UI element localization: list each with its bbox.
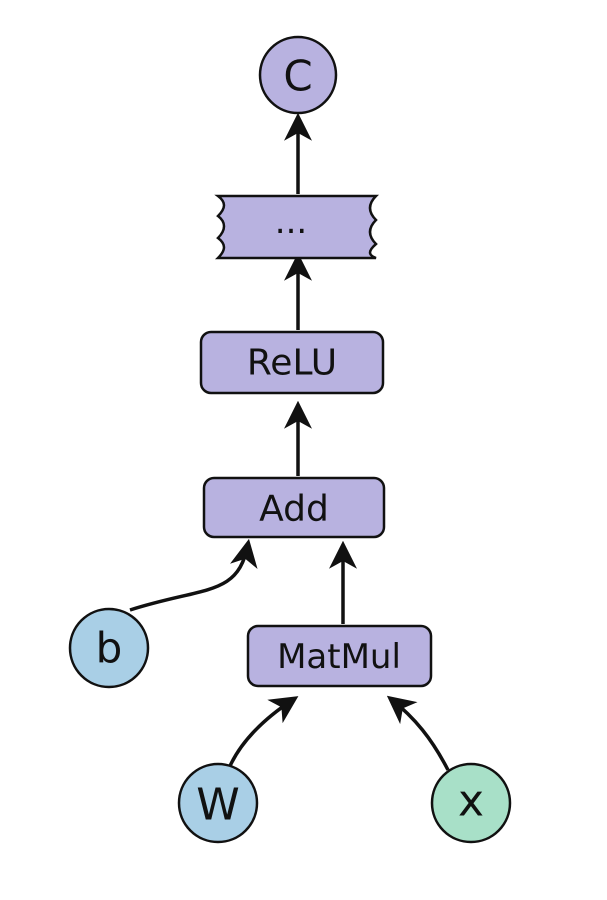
node-b-shape	[68, 607, 150, 689]
node-ellipsis-shape	[214, 194, 380, 260]
node-w-shape	[177, 762, 259, 844]
node-relu-shape	[199, 330, 385, 395]
node-matmul: MatMul	[246, 624, 433, 688]
edge-b-to-add	[129, 538, 258, 612]
node-add: Add	[202, 476, 386, 539]
node-matmul-shape	[246, 624, 433, 688]
node-b-label: b	[96, 624, 123, 673]
edge-x-to-matmul	[386, 695, 450, 771]
node-c: C	[258, 35, 338, 115]
node-x: x	[430, 762, 512, 844]
node-relu: ReLU	[199, 330, 385, 395]
node-c-shape	[258, 35, 338, 115]
edge-w-to-matmul	[228, 696, 299, 767]
node-x-shape	[430, 762, 512, 844]
node-add-label: Add	[259, 489, 329, 530]
node-matmul-label: MatMul	[277, 637, 401, 677]
node-ellipsis-label: ...	[275, 202, 307, 242]
node-relu-label: ReLU	[247, 343, 337, 384]
node-b: b	[68, 607, 150, 689]
node-ellipsis: ...	[214, 194, 380, 260]
node-w: W	[177, 762, 259, 844]
node-x-label: x	[458, 776, 484, 827]
edges	[129, 112, 450, 771]
node-w-label: W	[196, 780, 240, 831]
node-add-shape	[202, 476, 386, 539]
node-c-label: C	[283, 52, 312, 101]
